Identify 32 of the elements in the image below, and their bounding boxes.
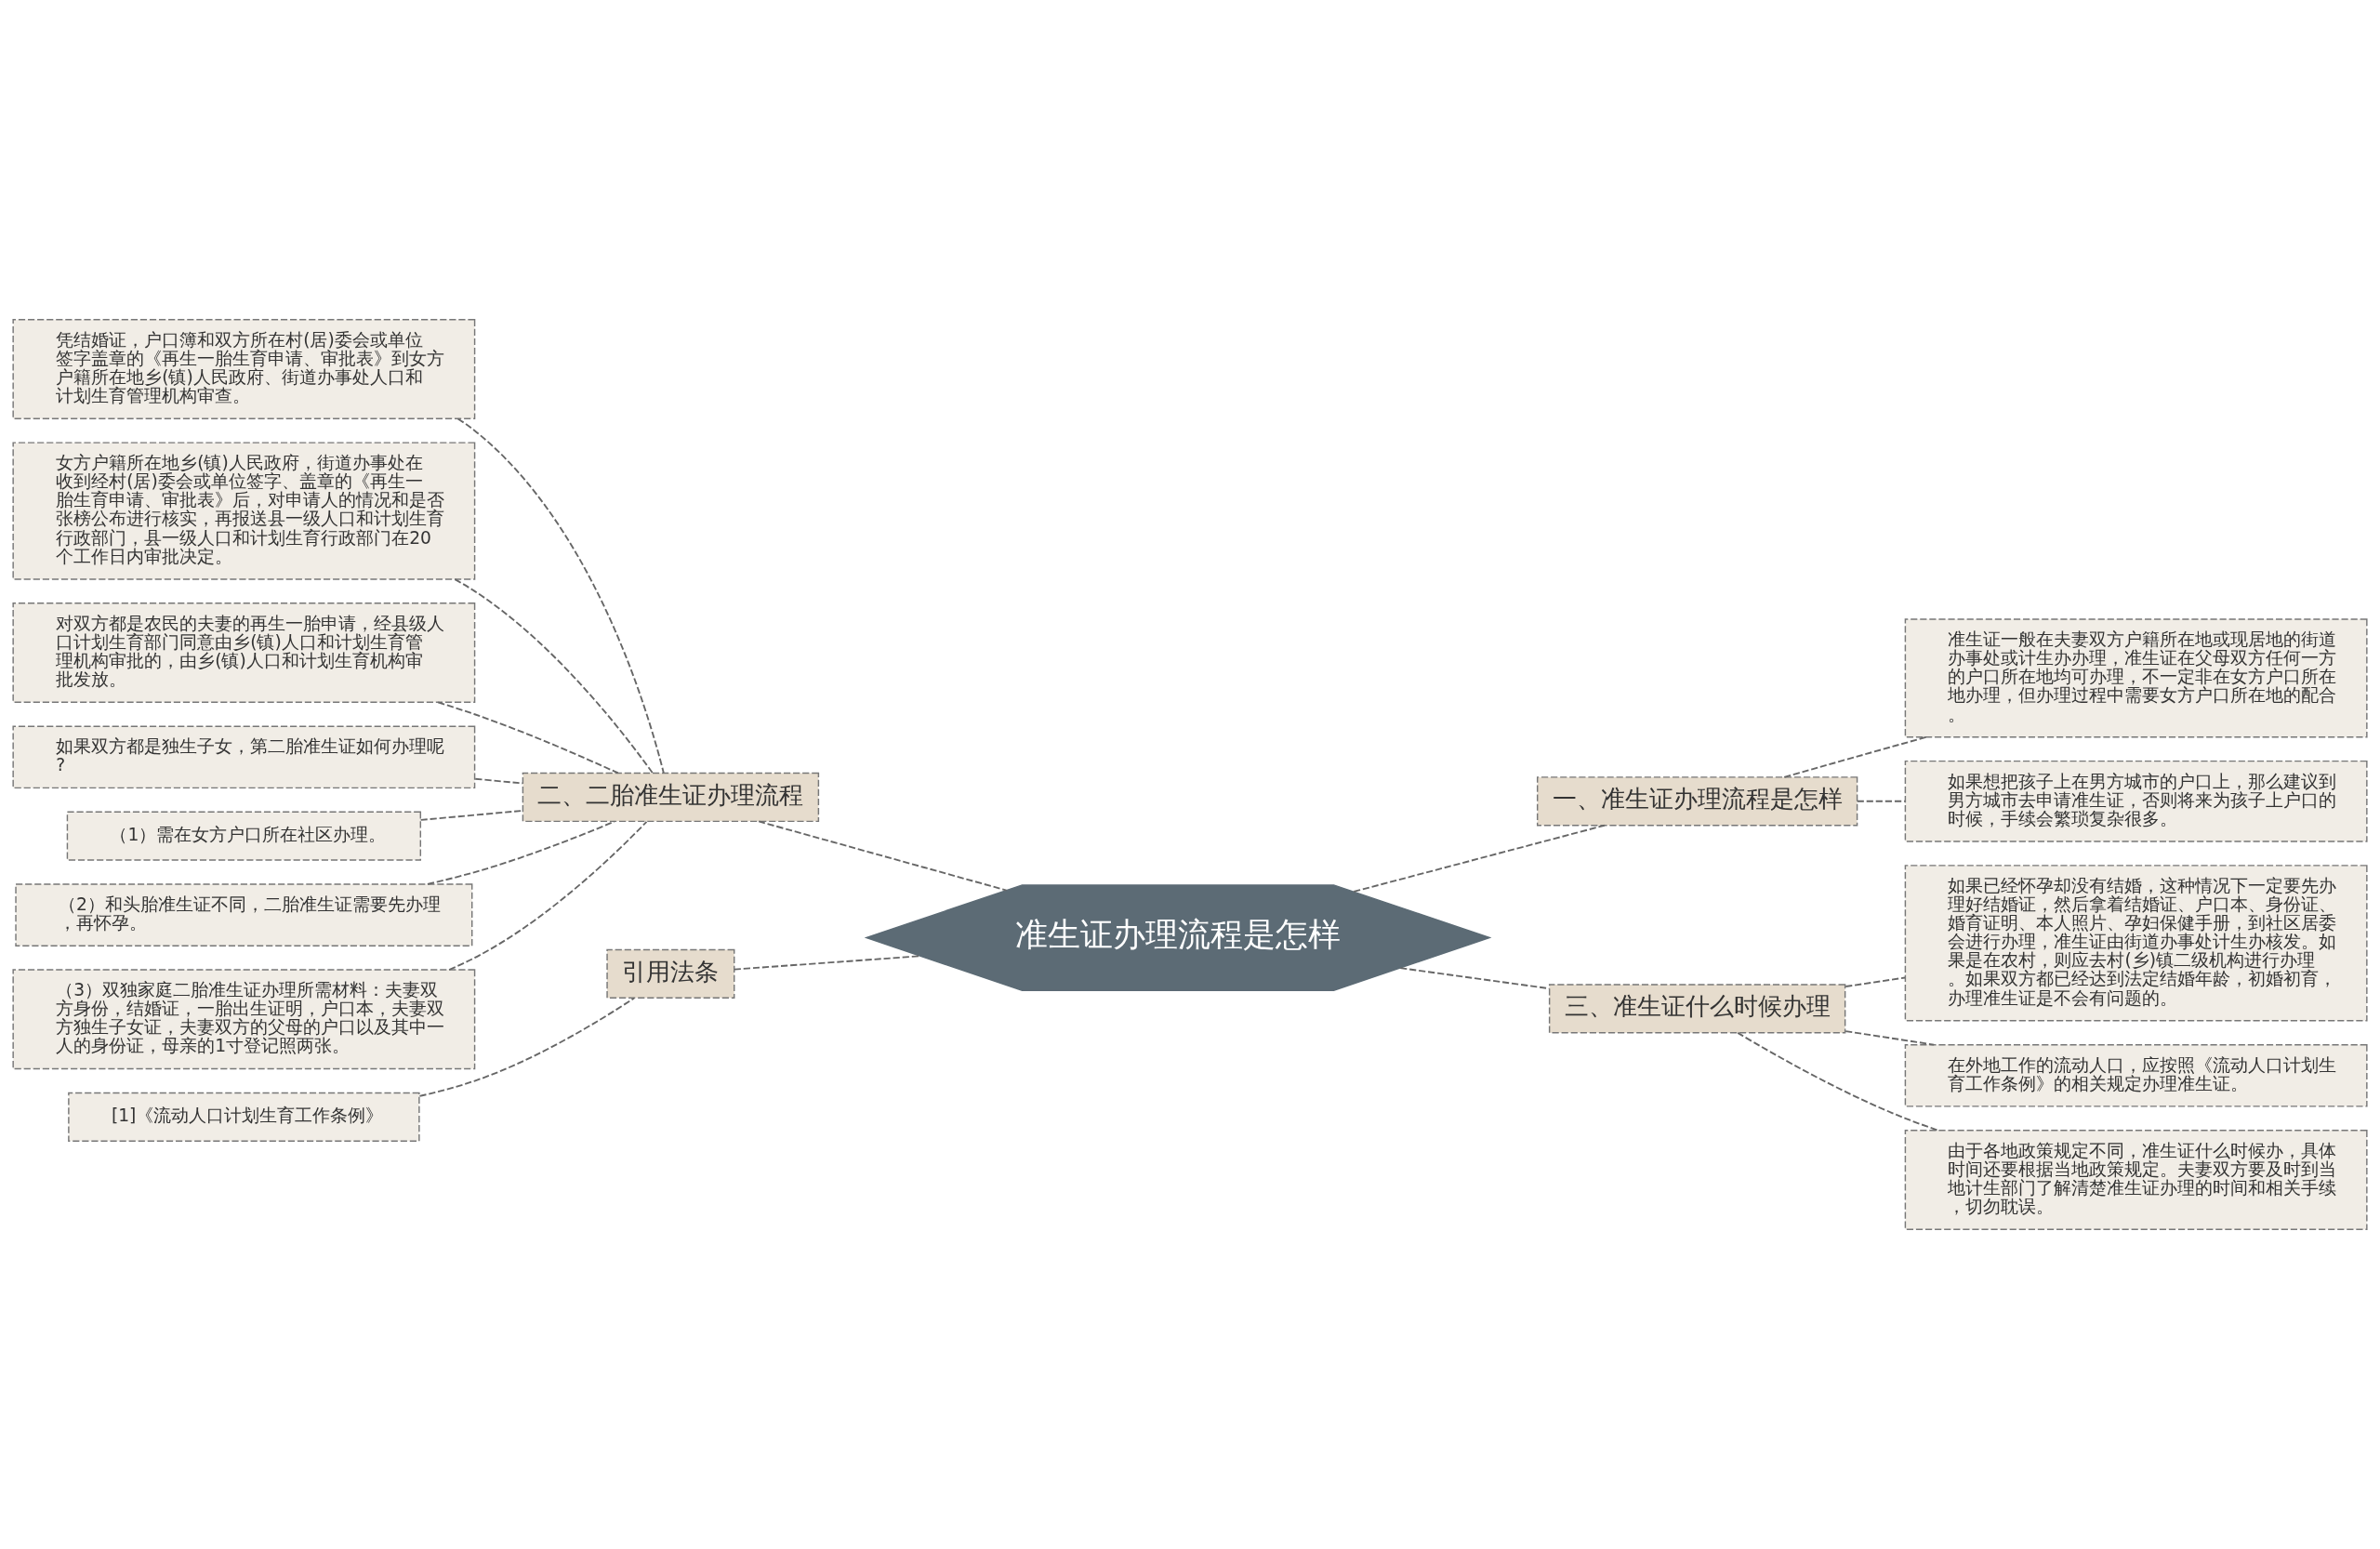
node-box: 准生证一般在夫妻双方户籍所在地或现居地的街道办事处或计生办办理，准生证在父母双方任何一方的户口所在地均可办理，不一定非在女方户口所在地办理，但办理过程中需要女方户口所在地的配合。: [1904, 618, 2368, 738]
node-box: （3）双独家庭二胎准生证办理所需材料：夫妻双方身份，结婚证，一胎出生证明，户口本，夫妻双方独生子女证，夫妻双方的父母的户口以及其中一人的身份证，母亲的1寸登记照两张。: [12, 969, 476, 1070]
node-box: 三、准生证什么时候办理: [1548, 984, 1846, 1034]
connector: [1353, 824, 1606, 893]
connector: [474, 777, 523, 785]
connector: [419, 810, 523, 821]
node-box: 如果已经怀孕却没有结婚，这种情况下一定要先办理好结婚证，然后拿着结婚证、户口本、身份证、婚育证明、本人照片、孕妇保健手册，到社区居委会进行办理，准生证由街道办事处计生办核发。如果是在农村，则应去村(乡)镇二级机构进行办理。如果双方都已经达到法定结婚年龄，初婚初育，办理准生证是不会有问题的。: [1904, 865, 2368, 1022]
connector: [418, 997, 636, 1097]
node-box: 凭结婚证，户口簿和双方所在村(居)委会或单位签字盖章的《再生一胎生育申请、审批表》到女方户籍所在地乡(镇)人民政府、街道办事处人口和计划生育管理机构审查。: [12, 319, 476, 419]
node-box: （1）需在女方户口所在社区办理。: [66, 811, 422, 861]
connector: [1844, 976, 1906, 987]
connector: [454, 578, 654, 774]
node-box: 由于各地政策规定不同，准生证什么时候办，具体时间还要根据当地政策规定。夫妻双方要及时到当地计生部门了解清楚准生证办理的时间和相关手续，切勿耽误。: [1904, 1130, 2368, 1230]
connector: [1856, 800, 1907, 802]
connector: [734, 955, 921, 971]
node-box: 二、二胎准生证办理流程: [522, 772, 820, 823]
connector: [1737, 1031, 1939, 1132]
node-box: 一、准生证办理流程是怎样: [1537, 776, 1858, 827]
node-box: 如果想把孩子上在男方城市的户口上，那么建议到男方城市去申请准生证，否则将来为孩子上户口的时候，手续会繁琐复杂很多。: [1904, 760, 2368, 842]
node-box: 引用法条: [606, 948, 735, 1000]
node-box: 如果双方都是独生子女，第二胎准生证如何办理呢?: [12, 725, 476, 789]
connector: [448, 820, 648, 971]
node-box: 对双方都是农民的夫妻的再生一胎申请，经县级人口计划生育部门同意由乡(镇)人口和计划生育管理机构审批的，由乡(镇)人口和计划生育机构审批发放。: [12, 602, 476, 703]
node-box: 女方户籍所在地乡(镇)人民政府，街道办事处在收到经村(居)委会或单位签字、盖章的《再生一胎生育申请、审批表》后，对申请人的情况和是否张榜公布进行核实，再报送县一级人口和计划生育行政部门，县一级人口和计划生育行政部门在20个工作日内审批决定。: [12, 442, 476, 580]
connector: [1844, 1030, 1935, 1046]
connector: [426, 820, 615, 885]
node-box: （2）和头胎准生证不同，二胎准生证需要先办理，再怀孕。: [15, 883, 473, 947]
connector: [1783, 735, 1927, 778]
node-box: 在外地工作的流动人口，应按照《流动人口计划生育工作条例》的相关规定办理准生证。: [1904, 1043, 2368, 1107]
connector: [456, 417, 665, 774]
connector: [758, 820, 1008, 892]
node-box: [1]《流动人口计划生育工作条例》: [68, 1092, 420, 1142]
